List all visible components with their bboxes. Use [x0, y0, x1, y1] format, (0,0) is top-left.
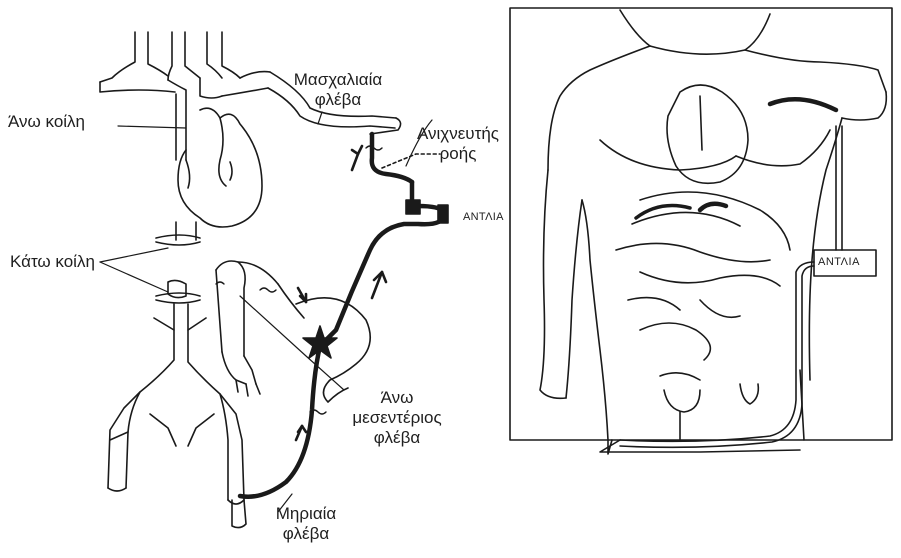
label-axillary-vein-line2: φλέβα	[278, 90, 398, 110]
label-inferior-vena-cava: Κάτω κοίλη	[10, 252, 95, 272]
label-pump-left: ΑΝΤΛΙΑ	[463, 207, 504, 227]
label-pump-right: ΑΝΤΛΙΑ	[818, 256, 860, 268]
heart	[178, 108, 262, 227]
label-superior-mesenteric-vein: Άνω μεσεντέριος φλέβα	[342, 388, 452, 448]
label-mesenteric-line3: φλέβα	[342, 428, 452, 448]
upper-veins	[100, 32, 270, 160]
label-femoral-vein: Μηριαία φλέβα	[256, 504, 356, 544]
label-femoral-line2: φλέβα	[256, 524, 356, 544]
mesenteric-vein	[216, 261, 304, 396]
ivc-upper	[156, 222, 200, 245]
label-flow-detector-line1: Ανιχνευτής	[408, 124, 508, 144]
label-axillary-vein: Μασχαλιαία φλέβα	[278, 70, 398, 110]
label-femoral-line1: Μηριαία	[256, 504, 356, 524]
star-marker	[296, 298, 370, 402]
pump-block-left	[406, 200, 448, 223]
label-mesenteric-line1: Άνω	[342, 388, 452, 408]
torso-panel	[510, 8, 892, 454]
lower-veins	[108, 280, 246, 527]
label-axillary-vein-line1: Μασχαλιαία	[278, 70, 398, 90]
label-flow-detector: Ανιχνευτής ροής	[408, 124, 508, 164]
label-superior-vena-cava: Άνω κοίλη	[8, 112, 85, 132]
label-mesenteric-line2: μεσεντέριος	[342, 408, 452, 428]
label-flow-detector-line2: ροής	[408, 144, 508, 164]
